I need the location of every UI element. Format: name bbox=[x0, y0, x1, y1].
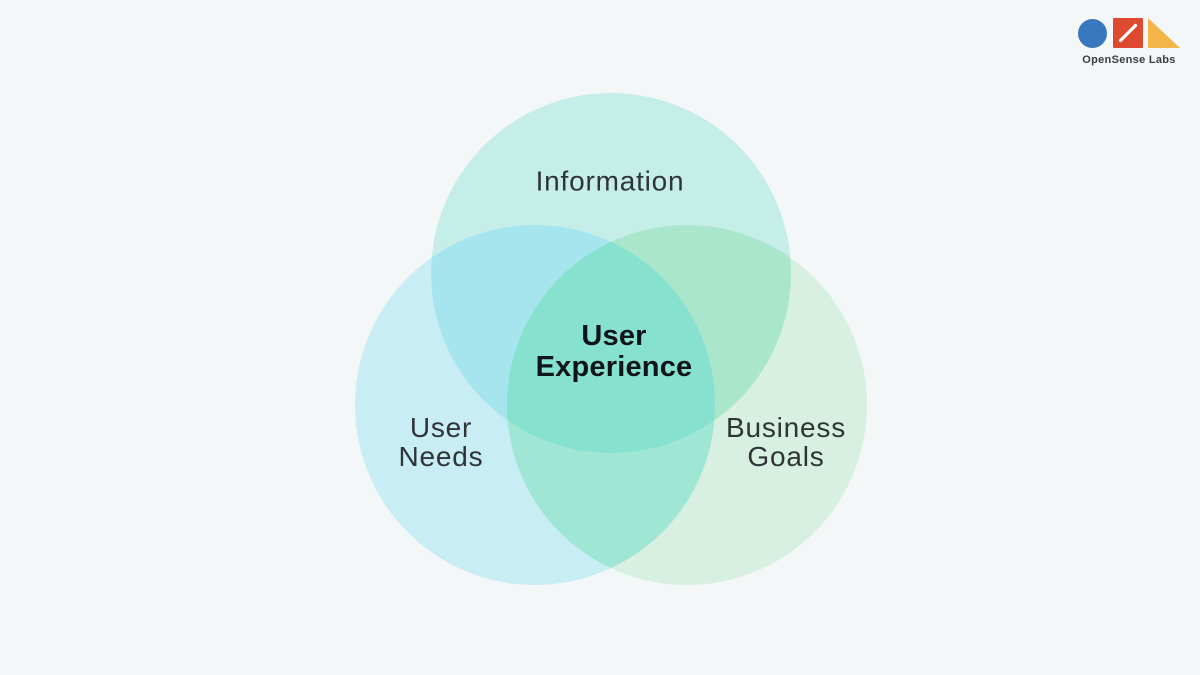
logo-mark bbox=[1078, 18, 1180, 48]
logo-circle-icon bbox=[1078, 19, 1107, 48]
opensense-labs-logo: OpenSense Labs bbox=[1078, 17, 1180, 66]
label-user-experience: User Experience bbox=[535, 320, 693, 383]
logo-slash-icon bbox=[1118, 23, 1138, 43]
logo-wordmark: OpenSense Labs bbox=[1082, 54, 1176, 66]
overlap-center bbox=[507, 225, 715, 453]
label-information: Information bbox=[535, 165, 685, 197]
logo-triangle-icon bbox=[1148, 18, 1180, 48]
label-user-needs: User Needs bbox=[398, 412, 484, 472]
label-business-goals: Business Goals bbox=[725, 412, 846, 472]
